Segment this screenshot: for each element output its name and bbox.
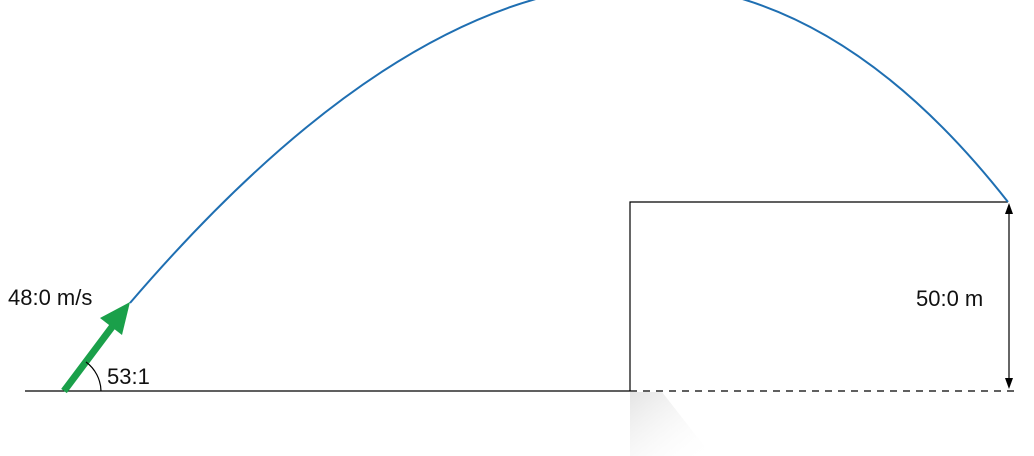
angle-arc <box>85 361 102 392</box>
height-label: 50:0 m <box>916 286 983 311</box>
velocity-arrow <box>61 302 130 394</box>
trajectory-curve <box>129 0 1009 304</box>
angle-label: 53:1 <box>107 364 150 389</box>
cliff-shadow <box>630 392 712 456</box>
cliff-outline <box>629 201 1008 391</box>
velocity-label: 48:0 m/s <box>8 285 92 310</box>
height-dimension-arrow <box>1005 203 1013 389</box>
